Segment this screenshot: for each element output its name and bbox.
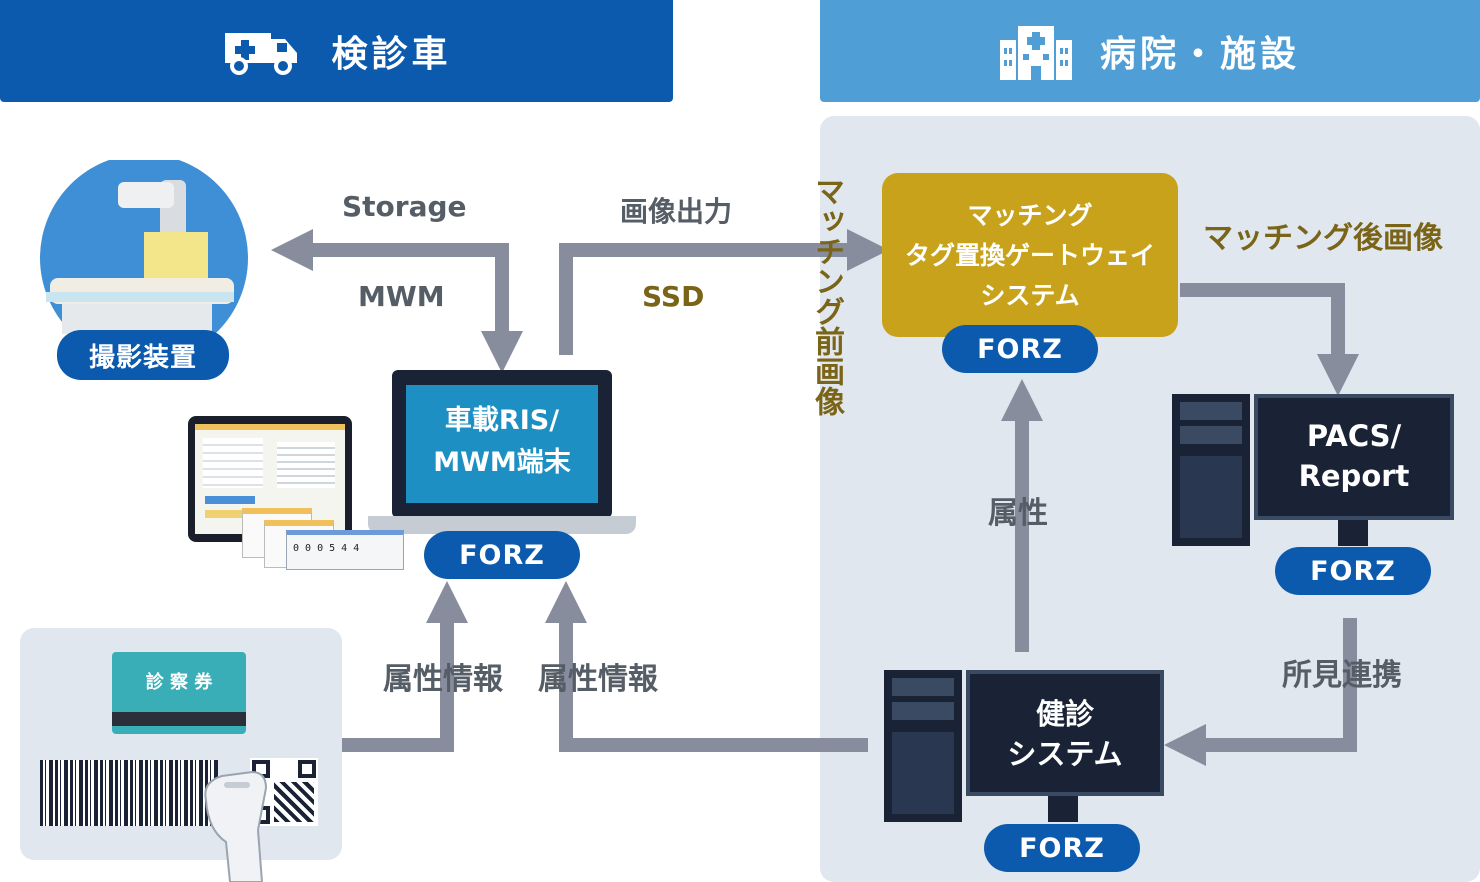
checkup-tower bbox=[884, 670, 962, 822]
post-matching-image-label: マッチング後画像 bbox=[1203, 221, 1443, 256]
checkup-forz-badge: FORZ bbox=[984, 824, 1140, 872]
hospital-icon bbox=[999, 26, 1072, 80]
ris-terminal-line1: 車載RIS/ bbox=[444, 405, 560, 436]
ris-laptop-screen bbox=[406, 385, 598, 503]
gateway-line3: システム bbox=[980, 281, 1080, 310]
arrow-checkup-to-terminal bbox=[545, 581, 868, 752]
arrow-terminal-to-gateway bbox=[559, 229, 889, 355]
gateway-forz-badge: FORZ bbox=[942, 325, 1098, 373]
modality-badge: 撮影装置 bbox=[57, 330, 229, 380]
arrow-pacs-to-checkup bbox=[1164, 618, 1357, 766]
arrow-mwm-to-terminal bbox=[420, 243, 523, 373]
pacs-text: PACS/ Report bbox=[1254, 416, 1454, 496]
pacs-monitor-stand bbox=[1338, 520, 1368, 546]
pacs-line1: PACS/ bbox=[1306, 419, 1402, 453]
checkup-line2: システム bbox=[1007, 737, 1123, 771]
ambulance-icon bbox=[225, 33, 298, 75]
checkup-monitor-stand bbox=[1048, 796, 1078, 822]
attribute-label: 属性 bbox=[988, 496, 1048, 531]
patient-card-label: 診 察 券 bbox=[145, 672, 213, 693]
ris-laptop-text: 車載RIS/ MWM端末 bbox=[406, 400, 598, 484]
ris-forz-badge: FORZ bbox=[424, 531, 580, 579]
patient-card: 診 察 券 bbox=[112, 652, 246, 734]
checkup-text: 健診 システム bbox=[966, 694, 1164, 774]
pacs-tower bbox=[1172, 394, 1250, 546]
xray-machine-image bbox=[40, 160, 248, 340]
attr-info-right-label: 属性情報 bbox=[538, 662, 658, 697]
ris-laptop-base bbox=[368, 516, 636, 534]
image-output-label: 画像出力 bbox=[620, 195, 733, 228]
gateway-line1: マッチング bbox=[967, 201, 1093, 230]
gateway-text: マッチング タグ置換ゲートウェイ システム bbox=[882, 196, 1178, 316]
barcode-image bbox=[40, 760, 218, 826]
counter-display: 0 0 0 5 4 4 bbox=[293, 543, 360, 554]
gateway-line2: タグ置換ゲートウェイ bbox=[904, 241, 1155, 270]
pacs-line2: Report bbox=[1298, 459, 1410, 493]
findings-link-label: 所見連携 bbox=[1282, 658, 1402, 693]
pacs-monitor bbox=[1254, 394, 1454, 520]
ssd-label: SSD bbox=[642, 280, 705, 313]
header-right-title: 病院・施設 bbox=[1099, 34, 1300, 75]
attr-info-left-label: 属性情報 bbox=[383, 662, 503, 697]
barcode-scanner-icon bbox=[204, 770, 268, 882]
header-mobile-unit: 検診車 bbox=[0, 0, 673, 102]
header-left-title: 検診車 bbox=[331, 34, 452, 75]
pre-matching-image-label: マッチング前画像 bbox=[809, 176, 844, 416]
checkup-line1: 健診 bbox=[1035, 697, 1094, 731]
ris-terminal-line2: MWM端末 bbox=[433, 447, 571, 478]
mwm-label: MWM bbox=[358, 280, 445, 313]
header-hospital: 病院・施設 bbox=[820, 0, 1480, 102]
gateway-box bbox=[882, 173, 1178, 337]
storage-label: Storage bbox=[342, 190, 467, 223]
checkup-monitor bbox=[966, 670, 1164, 796]
arrow-card-to-terminal bbox=[342, 581, 468, 752]
counter-window: 0 0 0 5 4 4 bbox=[286, 530, 404, 570]
pacs-forz-badge: FORZ bbox=[1275, 547, 1431, 595]
arrow-gateway-to-pacs bbox=[1180, 283, 1359, 396]
